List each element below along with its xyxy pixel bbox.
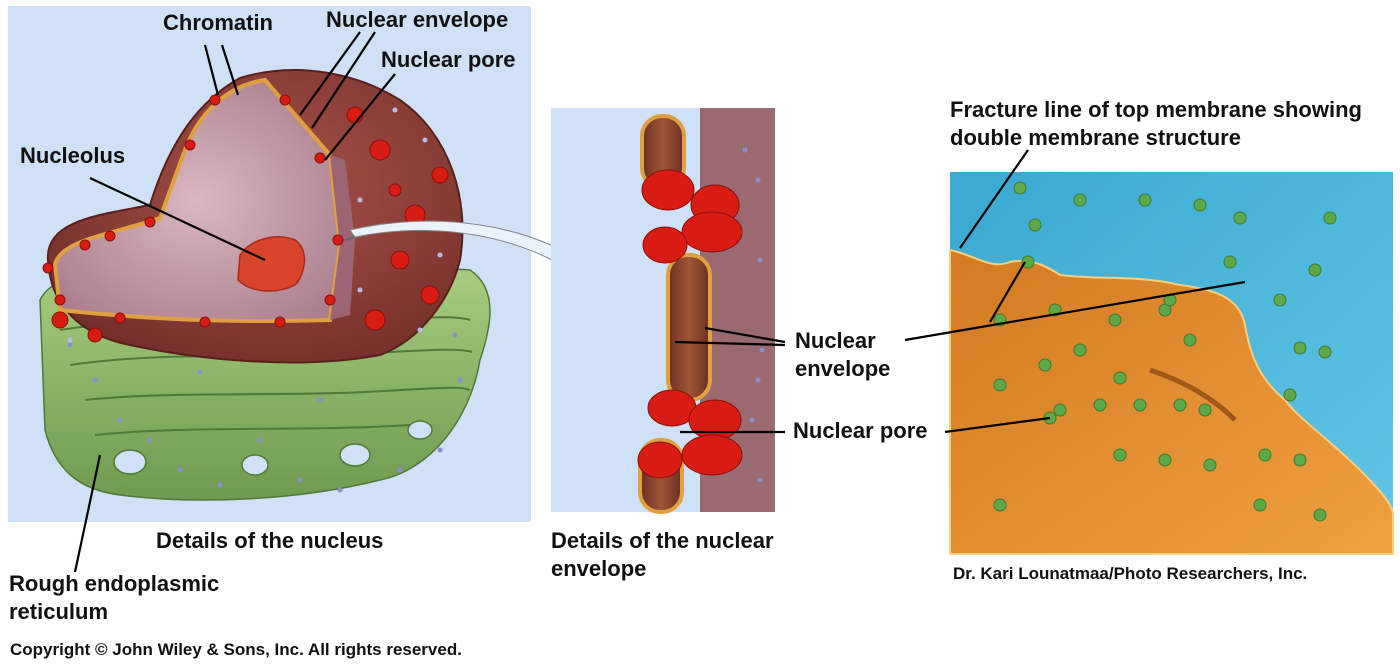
- label-envelope-nuclear-envelope: Nuclear envelope: [795, 328, 891, 381]
- photo-credit: Dr. Kari Lounatmaa/Photo Researchers, In…: [953, 564, 1308, 583]
- label-nuclear-envelope: Nuclear envelope: [326, 7, 509, 32]
- caption-envelope: Details of the nuclear envelope: [551, 528, 774, 581]
- label-envelope-nuclear-pore: Nuclear pore: [793, 418, 928, 443]
- label-nuclear-pore: Nuclear pore: [381, 47, 516, 72]
- label-nucleolus: Nucleolus: [20, 143, 126, 168]
- micrograph-panel: [904, 149, 1394, 555]
- envelope-pores: [637, 169, 743, 479]
- nucleolus-shape: [237, 236, 306, 292]
- label-fracture-line: Fracture line of top membrane showing do…: [950, 97, 1362, 150]
- nucleus-illustration: [42, 69, 464, 364]
- nucleus-pointer-lines: [73, 31, 396, 573]
- copyright-notice: Copyright © John Wiley & Sons, Inc. All …: [10, 640, 462, 659]
- nucleus-panel: [8, 6, 531, 573]
- label-chromatin: Chromatin: [163, 10, 273, 35]
- micrograph-pointer-lines: [904, 149, 1246, 434]
- envelope-pointer-lines: [674, 326, 786, 434]
- envelope-panel: [551, 108, 786, 514]
- caption-nucleus: Details of the nucleus: [156, 528, 384, 553]
- label-rough-er: Rough endoplasmic reticulum: [9, 571, 220, 624]
